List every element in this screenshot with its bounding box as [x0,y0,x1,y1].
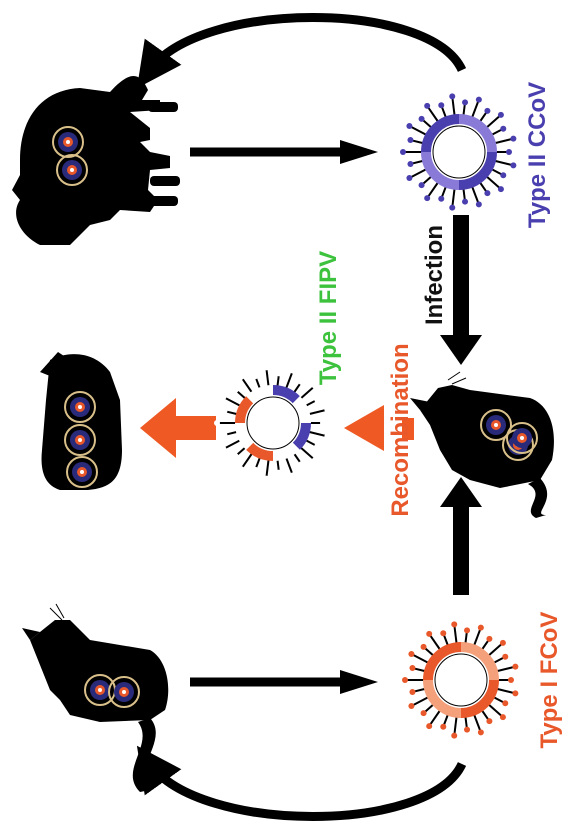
cycle-arrow-top [150,18,462,71]
cycle-arrow-bottom [150,764,462,817]
label-type1-fcov: Type I FCoV [536,612,563,749]
arrow-fcov-to-cat [440,477,482,595]
arrow-cat-to-fcov [190,670,378,694]
fipv-virus-icon [214,364,330,481]
sitting-cat-icon [22,620,168,792]
dog-icon [12,76,180,245]
ccov-virus-icon [400,93,516,210]
label-infection: Infection [421,225,448,325]
label-type2-fipv: Type II FIPV [315,251,342,385]
fcov-virus-icon [402,621,518,738]
label-recombination: Recombination [387,343,414,516]
label-type2-ccov: Type II CCoV [524,82,551,228]
arrow-dog-to-ccov [190,140,378,164]
arrow-fipv-to-sick-cat [140,398,216,458]
